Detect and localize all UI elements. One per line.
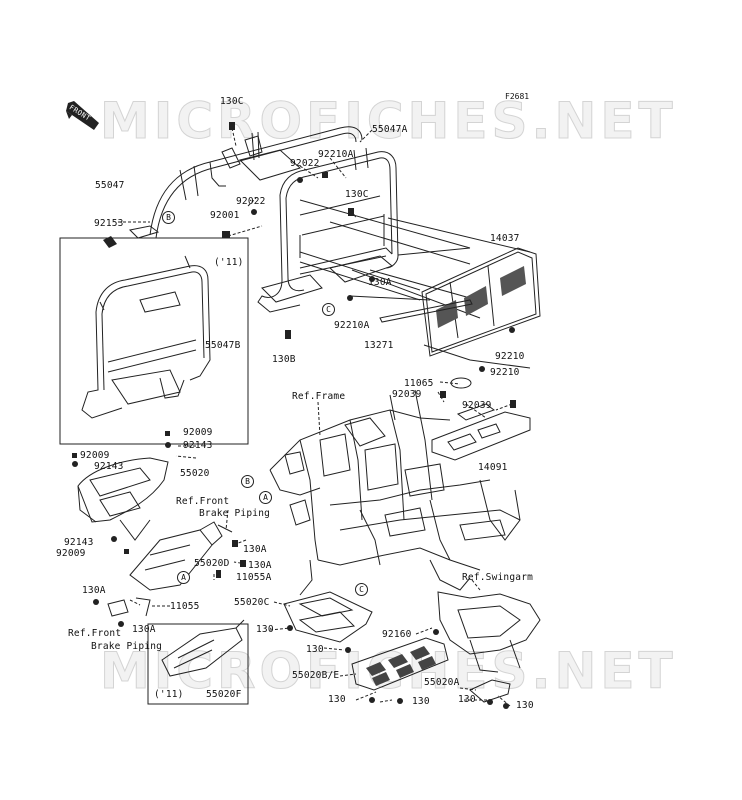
box-2011-lower [147,623,249,705]
label-130-c: 130 [328,694,346,705]
label-55020D: 55020D [194,558,230,569]
label-ref-swingarm: Ref.Swingarm [462,572,534,583]
figure-code: F2681 [505,92,530,101]
label-92143-b: 92143 [94,461,124,472]
skid-plate-55020C [283,591,373,643]
front-direction-icon: FRONT [66,101,100,131]
label-92022-b: 92022 [236,196,266,207]
label-55020BE: 55020B/E [292,670,340,681]
label-130-f: 130 [516,700,534,711]
label-55047A: 55047A [372,124,408,135]
label-130-d: 130 [412,696,430,707]
callout-a-lower: A [177,571,190,584]
label-92022-a: 92022 [290,158,320,169]
label-92160: 92160 [382,629,412,640]
label-55020C: 55020C [234,597,270,608]
label-14091: 14091 [478,462,508,473]
label-92039-a: 92039 [392,389,422,400]
label-2011-upper: ('11) [214,257,244,268]
rack-to-panel-lines [299,199,531,369]
label-55020: 55020 [180,468,210,479]
label-92009-b: 92009 [80,450,110,461]
label-92210-b: 92210 [490,367,520,378]
label-ref-front-brake-4: Brake Piping [91,641,163,652]
label-130C-mid: 130C [345,189,369,200]
label-130C-top: 130C [220,96,244,107]
label-ref-front-brake-1: Ref.Front [176,496,230,507]
label-2011-lower: ('11) [154,689,184,700]
label-14037: 14037 [490,233,520,244]
callout-b-top: B [162,211,175,224]
label-130-e: 130 [458,694,476,705]
label-11065: 11065 [404,378,434,389]
label-130A-a: 130A [243,544,267,555]
label-55020A: 55020A [424,677,460,688]
front-guard-55047 [128,126,363,239]
label-130A-left: 130A [82,585,106,596]
label-130A-b: 130A [248,560,272,571]
bracket-left [107,599,129,617]
leader-lines-top [118,127,373,237]
callout-a-frame: A [259,491,272,504]
label-55020F: 55020F [206,689,242,700]
label-130-b: 130 [306,644,324,655]
callout-c-mid: C [322,303,335,316]
callout-c-lower: C [355,583,368,596]
label-92143-a: 92143 [183,440,213,451]
label-92143-c: 92143 [64,537,94,548]
part-55020F [161,619,245,677]
label-11055A: 11055A [236,572,272,583]
label-92009-a: 92009 [183,427,213,438]
label-92210A-top: 92210A [318,149,354,160]
box-2011-upper [59,237,249,445]
bracket-11055 [135,597,151,617]
label-92039-b: 92039 [462,400,492,411]
tray-14091 [431,403,531,461]
label-130A-mid: 130A [368,277,392,288]
strip-13271 [379,299,473,323]
label-92153: 92153 [94,218,124,229]
main-frame [269,389,521,596]
mesh-panel-14037 [421,247,541,357]
label-130B: 130B [272,354,296,365]
label-92001: 92001 [210,210,240,221]
bracket-55020D [129,521,233,591]
label-11055: 11055 [170,601,200,612]
skid-plate-55020BE [351,637,449,691]
label-ref-front-brake-2: Brake Piping [199,508,271,519]
label-130A-c: 130A [132,624,156,635]
label-92210-a: 92210 [495,351,525,362]
label-130-a: 130 [256,624,274,635]
cap-11065 [450,377,472,389]
label-92210A-mid: 92210A [334,320,370,331]
label-92009-c: 92009 [56,548,86,559]
callout-b-frame: B [241,475,254,488]
label-55047B: 55047B [205,340,241,351]
swingarm [437,591,541,673]
front-cover-55020 [77,457,169,541]
label-55047: 55047 [95,180,125,191]
label-ref-frame: Ref.Frame [292,391,346,402]
label-13271: 13271 [364,340,394,351]
label-ref-front-brake-3: Ref.Front [68,628,122,639]
guard-55047B [81,255,211,419]
rear-rack-55047A [257,147,399,313]
